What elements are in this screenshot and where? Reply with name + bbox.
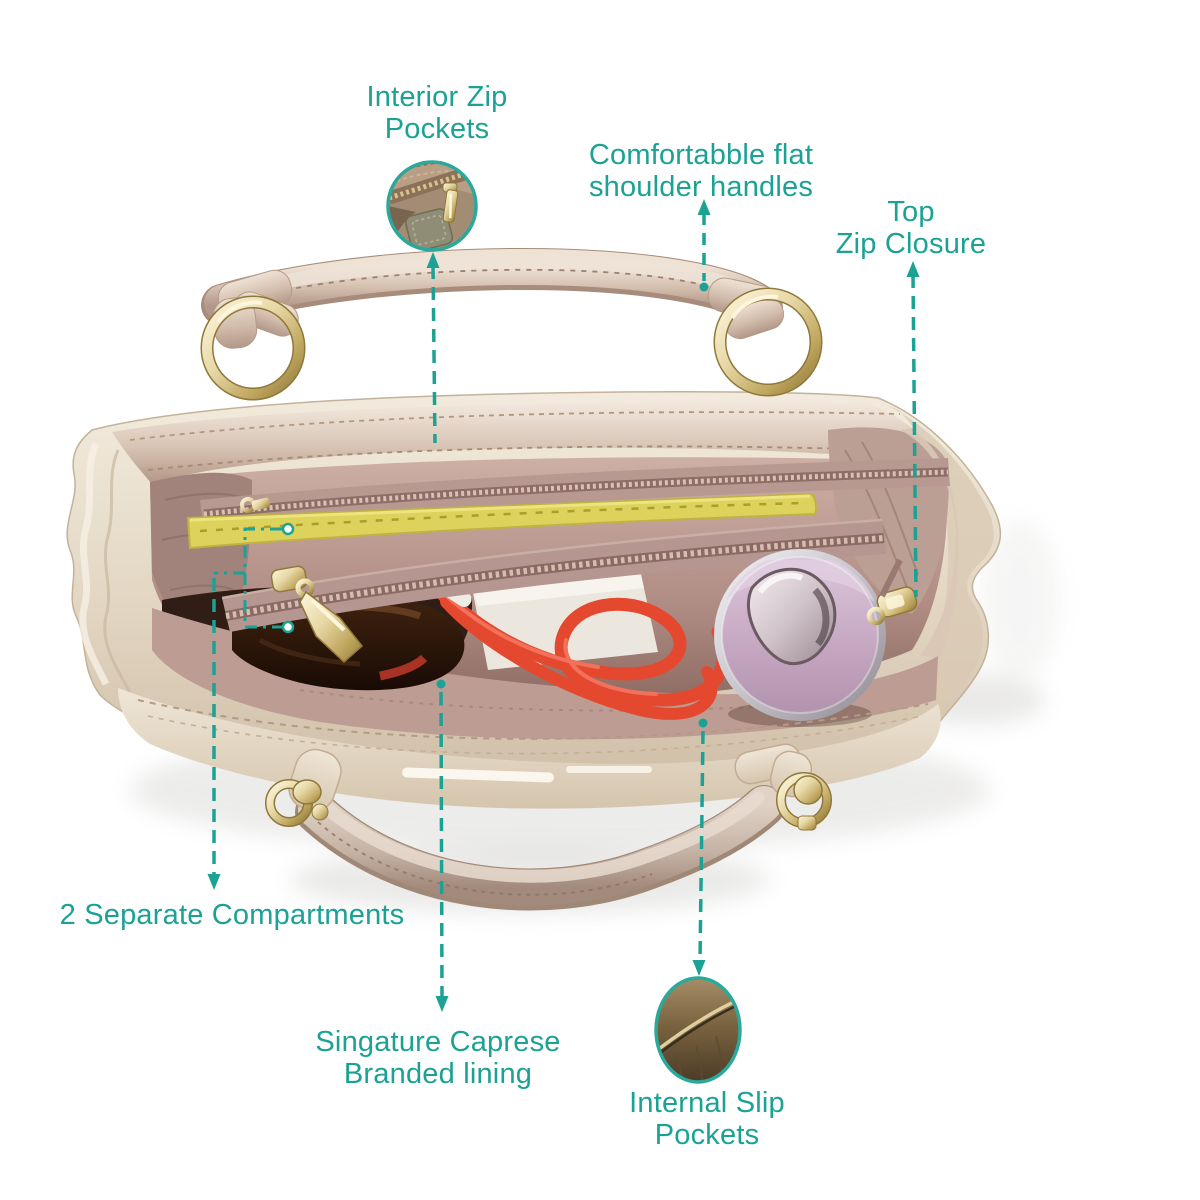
endpoint-dot [699,282,709,292]
callout-line: Internal Slip [629,1087,785,1119]
arrow-down-icon [692,960,706,976]
top-zip-closure-slider [866,558,918,626]
connector-top-zip-closure [906,261,920,598]
interior-zip-pocket-detail-inset [386,160,478,252]
top-handle-rings [200,287,823,401]
annotation-connectors [207,199,920,1012]
bottom-handle-hardware-right [734,743,832,831]
gold-zip-slider [270,565,364,664]
endpoint-ring [281,522,295,536]
callout-top-zip-closure: Top Zip Closure [791,196,1031,260]
connector-two-separate-compartments [207,522,295,890]
callout-line: Interior Zip [366,81,508,113]
callout-signature-caprese-branded-lining: Singature Caprese Branded lining [288,1026,588,1090]
callout-two-separate-compartments: 2 Separate Compartments [42,899,422,931]
bottom-shoulder-handle [265,743,832,911]
internal-slip-pocket-detail-inset [654,976,742,1084]
callout-comfortable-flat-shoulder-handles: Comfortabble flat shoulder handles [541,139,861,203]
callout-line: Comfortabble flat [588,139,814,171]
callout-line: Pockets [654,1119,760,1151]
callout-line: 2 Separate Compartments [59,899,405,931]
connector-internal-slip-pockets [692,718,708,976]
endpoint-dot [436,679,446,689]
callout-line: Singature Caprese [315,1026,561,1058]
callout-line: shoulder handles [588,171,814,203]
callout-interior-zip-pockets: Interior Zip Pockets [287,81,587,145]
arrow-down-icon [207,874,221,890]
callout-internal-slip-pockets: Internal Slip Pockets [557,1087,857,1151]
connector-interior-zip-pockets [426,252,440,444]
endpoint-ring [281,620,295,634]
center-divider-zipper [221,518,886,664]
connector-branded-lining [435,679,449,1012]
callout-line: Top [887,196,935,228]
bag-interior [150,427,959,740]
connector-shoulder-handles [697,199,711,292]
callout-line: Zip Closure [835,228,987,260]
arrow-up-icon [426,252,440,268]
callout-line: Branded lining [343,1058,533,1090]
endpoint-dot [698,718,708,728]
compact-mirror-item [714,549,886,727]
callout-line: Pockets [384,113,490,145]
bottom-handle-hardware-left [265,748,342,827]
arrow-down-icon [435,996,449,1012]
arrow-up-icon [906,261,920,277]
arrow-up-icon [697,199,711,215]
